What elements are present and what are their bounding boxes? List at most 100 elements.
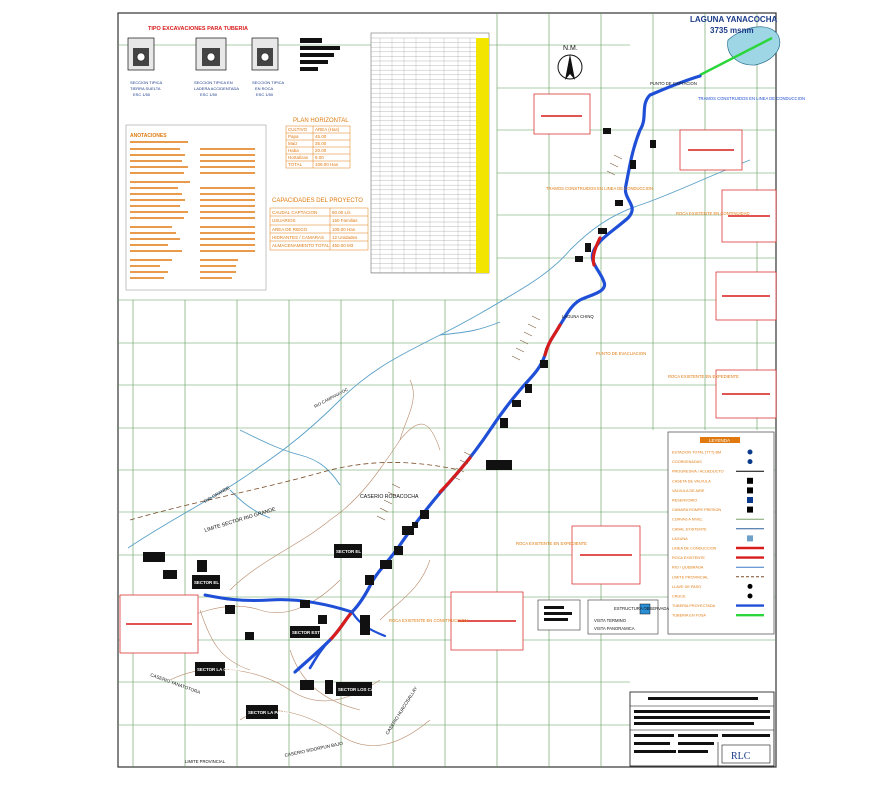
legend-item-label: COORDENADAS: [672, 460, 702, 464]
legend-item: PROGRESIVA / ACUEDUCTO: [672, 470, 764, 474]
legend-item-symbol: [747, 449, 753, 455]
legend-item-label: ROCA EXISTENTE: [672, 556, 705, 560]
capacities-title: CAPACIDADES DEL PROYECTO: [272, 198, 363, 204]
annotations-panel: ANOTACIONES: [125, 124, 267, 291]
crop-row-4-area: 109.00 Has: [315, 162, 339, 167]
crop-row-1-name: Maiz: [288, 141, 298, 146]
legend-item-label: LINEA DE CONDUCCION: [672, 547, 717, 551]
capacities-table: CAUDAL CAPTACION 60.00 L/s USUARIOS 150 …: [269, 207, 369, 251]
cap-row-0-name: CAUDAL CAPTACION: [272, 210, 317, 215]
lake-elevation-text: 3735 msnm: [710, 26, 754, 35]
right-note-boxes: [119, 93, 777, 654]
legend-item-label: CASETA DE VALVULA: [672, 479, 711, 483]
legend-item: RESERVORIO: [672, 497, 753, 503]
route-note-5: PUNTO DE EVACUACION: [596, 351, 646, 356]
cap-row-4-value: 450.00 M3: [332, 243, 354, 248]
legend-item-label: CURVAS A NIVEL: [672, 518, 703, 522]
legend-item: LINEA DE CONDUCCION: [672, 547, 764, 551]
parcel-blocks: [143, 128, 656, 694]
legend-item: CRUCE: [672, 593, 753, 599]
crop-table: CULTIVO AREA (Has) Papa 45.00 Maiz 35.00…: [285, 125, 351, 169]
cap-row-1-value: 150 Familias: [332, 218, 358, 223]
legend-item-label: ESTACION TOTAL (TTT) BM: [672, 451, 721, 455]
excavation-section-3: SECCION TIPICA EN ROCA ESC 1/50: [251, 37, 284, 97]
north-arrow: N.M.: [557, 45, 583, 80]
legend-item: CANAL EXISTENTE: [672, 527, 764, 531]
route-note-1: ROCA EXISTENTE EN CONTINUIDAD: [676, 211, 750, 216]
table-highlight-column: [476, 38, 489, 273]
cap-row-1-name: USUARIOS: [272, 218, 296, 223]
callout-roca-2: ROCA EXISTENTE EN CONSTRUCCION: [389, 618, 468, 623]
legend-item-symbol: [747, 506, 753, 513]
crop-header-0: CULTIVO: [288, 127, 308, 132]
cap-row-2-value: 109.00 Has: [332, 227, 356, 232]
route-note-4: LAGUNA CHINQ: [562, 314, 594, 319]
legend-item-label: LLAVE DE PASO: [672, 585, 701, 589]
excavation-section-2: SECCION TIPICA EN LADERA ACCIDENTADA ESC…: [194, 37, 239, 97]
legend-item-symbol: [747, 487, 753, 494]
lake-name-text: LAGUNA YANACOCHA: [690, 15, 777, 24]
sector-label-1: SECTOR EL NOGAL: [194, 580, 236, 585]
legend-item: LIMITE PROVINCIAL: [672, 575, 764, 579]
legend-item-label: CAMARA ROMPE PRESION: [672, 508, 721, 512]
cap-row-4-name: ALMACENAMIENTO TOTAL: [272, 243, 330, 248]
sector-label-5: SECTOR ESTRADA: [292, 630, 333, 635]
progressive-data-table: [370, 32, 490, 274]
legend-item: COORDENADAS: [672, 459, 753, 465]
sector-label-0: SECTOR EL CHIRA: [336, 549, 377, 554]
route-note-2: ROCA EXISTENTE EN EXPEDIENTE: [668, 374, 739, 379]
crop-row-2-area: 20.00: [315, 148, 327, 153]
legend-item: RIO / QUEBRADA: [672, 566, 764, 570]
legend-item: CAMARA ROMPE PRESION: [672, 506, 753, 513]
route-note-0: TRAMOS CONSTRUIDOS EN LINEA DE CONDUCCIO…: [698, 96, 805, 101]
crop-row-1-area: 35.00: [315, 141, 327, 146]
terrain-ticks: [376, 154, 623, 521]
legend-item-label: RIO / QUEBRADA: [672, 566, 704, 570]
section-3-sub: EN ROCA: [255, 86, 274, 91]
legend-item: TUBERIA EN FOSA: [672, 614, 764, 618]
excavation-section-1: SECCION TIPICA TIERRA SUELTA ESC 1/50: [127, 37, 162, 97]
crop-row-3-name: Hortalizas: [288, 155, 309, 160]
legend-item: LLAVE DE PASO: [672, 583, 753, 589]
title-block-logo: RLC: [731, 751, 751, 762]
legend-item-label: CANAL EXISTENTE: [672, 527, 707, 531]
section-3-label: SECCION TIPICA: [252, 80, 284, 85]
north-label: N.M.: [563, 45, 578, 52]
legend-title: LEYENDA: [709, 438, 730, 443]
excavation-title: TIPO EXCAVACIONES PARA TUBERIA: [148, 26, 248, 32]
lake-shape: [727, 26, 780, 66]
lake-pipe-green: [699, 36, 773, 77]
place-label-limite-provincial: LIMITE PROVINCIAL: [185, 759, 226, 764]
cap-row-0-value: 60.00 L/s: [332, 210, 351, 215]
legend-item-symbol: [747, 477, 753, 484]
place-label-rodacocha: CASERIO RODACOCHA: [360, 494, 419, 500]
legend-item-symbol: [747, 497, 753, 503]
crop-row-2-name: Haba: [288, 148, 299, 153]
legend-item-label: RESERVORIO: [672, 499, 697, 503]
legend-item-label: LIMITE PROVINCIAL: [672, 575, 708, 579]
route-note-3: PUNTO DE CAPTACION: [650, 81, 697, 86]
annotations-title: ANOTACIONES: [130, 133, 167, 139]
legend-item: ESTACION TOTAL (TTT) BM: [672, 449, 753, 455]
crop-row-4-name: TOTAL: [288, 162, 303, 167]
section-2-label: SECCION TIPICA EN: [194, 80, 233, 85]
legend-item-symbol: [747, 535, 753, 542]
legend-item-label: TUBERIA EN FOSA: [672, 614, 706, 618]
legend-item-symbol: [747, 583, 753, 589]
route-callouts: TRAMOS CONSTRUIDOS EN LINEA DE CONDUCCIO…: [389, 81, 805, 623]
cap-row-3-name: HIDRANTES / CAMARAS: [272, 235, 324, 240]
legend-item: TUBERIA PROYECTADA: [672, 604, 764, 608]
sector-label-2: SECTOR LA QUINUA: [197, 667, 241, 672]
section-1-sub: TIERRA SUELTA: [130, 86, 161, 91]
small-legend: ESTRUCTURA OBSERVADA VISTA TERMINO VISTA…: [537, 599, 669, 635]
provincial-limit-line: [129, 462, 461, 521]
title-block: RLC: [629, 691, 775, 767]
section-2-sub: LADERA ACCIDENTADA: [194, 86, 239, 91]
legend-item: CURVAS A NIVEL: [672, 518, 764, 522]
legend-panel: LEYENDA ESTACION TOTAL (TTT) BM COORDENAD…: [667, 431, 775, 635]
crop-row-0-name: Papa: [288, 134, 299, 139]
sector-label-4: SECTOR LOS CARRIZOS: [338, 687, 391, 692]
cap-row-3-value: 12 Unidades: [332, 235, 358, 240]
legend-item-symbol: [747, 593, 753, 599]
legend-item-label: CRUCE: [672, 595, 686, 599]
